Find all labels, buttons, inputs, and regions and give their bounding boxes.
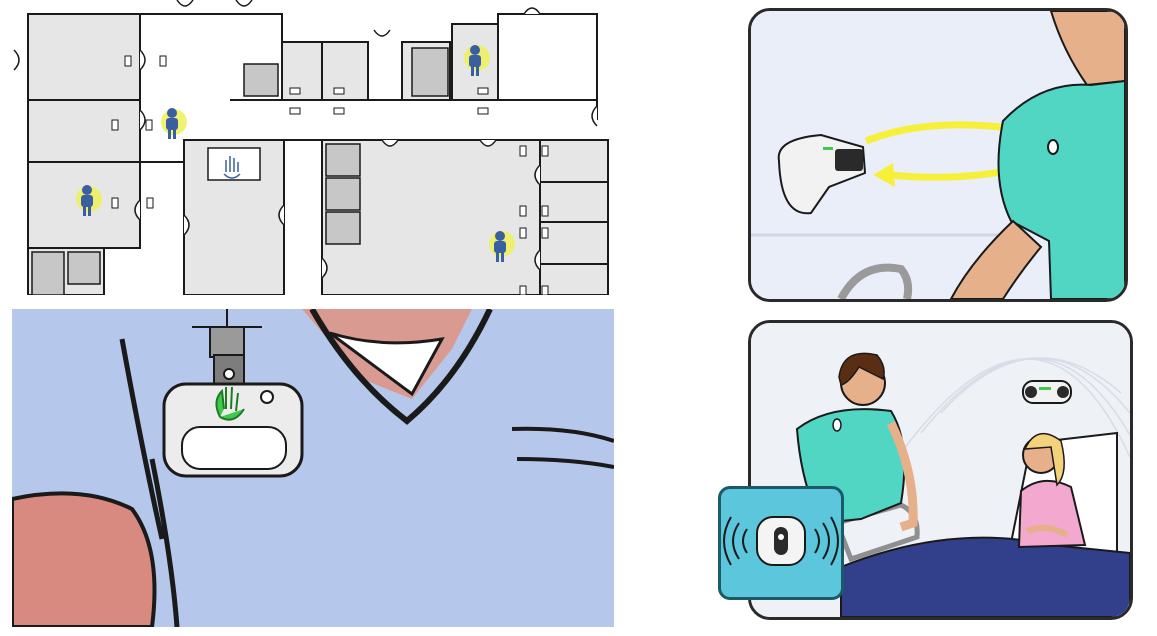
badge-led: [778, 534, 784, 540]
sensor-coverage-arcs: [900, 357, 1130, 458]
person-locator-icon: [161, 108, 187, 139]
blanket: [840, 536, 1130, 617]
person-locator-icon: [76, 185, 102, 216]
badge-clip: [209, 326, 245, 358]
wall-sensor-device: [777, 133, 867, 215]
pocket-fold: [511, 426, 614, 469]
hand-hygiene-icon: [215, 386, 245, 421]
room-top-left: [27, 13, 141, 101]
sensor-markers: [111, 55, 549, 295]
room-right-4: [539, 263, 609, 295]
hand-hygiene-icon: [207, 147, 261, 181]
thumb: [12, 491, 157, 627]
nurse-figure: [949, 11, 1125, 299]
shirt-fold: [119, 338, 180, 627]
patient-bed: [833, 431, 1130, 617]
badge-sensor-window: [774, 527, 788, 555]
badge-closeup-svg: [12, 309, 614, 627]
patient-figure: [1017, 432, 1087, 549]
room-left-2: [27, 99, 141, 163]
door-swings: [13, 0, 598, 279]
undershirt-collar: [329, 331, 445, 397]
clip-screw: [223, 368, 235, 380]
inset-badge-svg: [723, 516, 839, 566]
person-locator-icon: [464, 45, 490, 76]
room-right-3: [539, 221, 609, 265]
room-small-1: [281, 41, 323, 101]
badge-button[interactable]: [181, 426, 287, 470]
inset-badge-callout: [718, 486, 844, 600]
wall-sensor-svg: [751, 11, 1125, 299]
beds: [31, 47, 449, 295]
ceiling-sensor-device: [1022, 380, 1072, 404]
badge-led: [260, 390, 274, 404]
room-small-2: [321, 41, 369, 101]
staff-badge: [1047, 139, 1059, 155]
bed-scene-svg: [751, 323, 1130, 617]
floor-plan-map: [12, 0, 609, 295]
signal-waves-icon: [723, 516, 839, 566]
floor-plan-svg: [13, 0, 609, 295]
wall-sensor-scene: [748, 8, 1128, 302]
room-right-1: [539, 139, 609, 183]
staff-badge: [832, 418, 842, 432]
collar-line: [309, 309, 493, 425]
person-locator-icon: [489, 231, 515, 262]
bed-scene: [748, 320, 1133, 620]
corridor-walls: [140, 13, 598, 163]
bed-rail: [837, 263, 913, 299]
badge-closeup: [12, 309, 614, 627]
room-right-2: [539, 181, 609, 223]
